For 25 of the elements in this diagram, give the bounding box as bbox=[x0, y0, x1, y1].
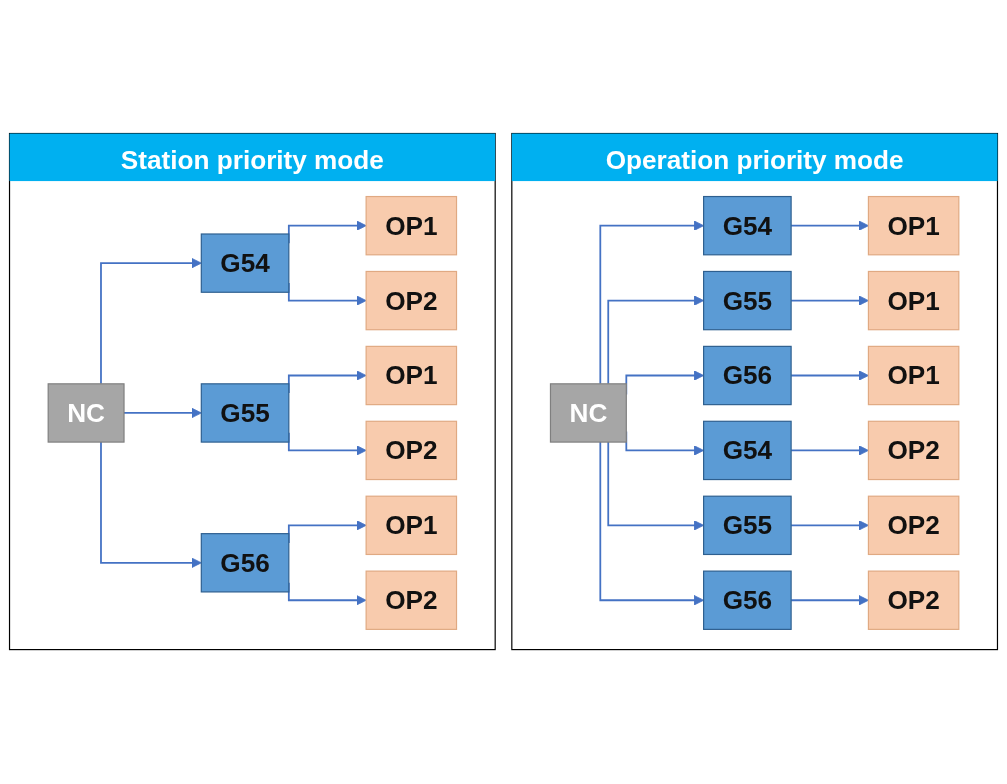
node-box: OP1 bbox=[867, 196, 960, 256]
node-box: G56 bbox=[200, 533, 290, 593]
node-box: OP1 bbox=[867, 271, 960, 331]
node-box: OP1 bbox=[365, 346, 458, 406]
node-box: NC bbox=[47, 383, 125, 444]
node-box: G55 bbox=[703, 496, 792, 556]
node-box: G56 bbox=[703, 570, 792, 631]
node-box: G56 bbox=[703, 346, 792, 406]
node-box: OP2 bbox=[365, 271, 458, 331]
node-box: OP2 bbox=[867, 570, 960, 631]
node-box: G55 bbox=[703, 271, 792, 331]
node-box: OP2 bbox=[365, 570, 458, 631]
node-box: OP1 bbox=[365, 496, 458, 556]
node-box: G55 bbox=[200, 383, 290, 444]
node-box: OP2 bbox=[365, 421, 458, 481]
arrow bbox=[100, 441, 202, 569]
node-box: G54 bbox=[200, 233, 290, 294]
node-box: OP1 bbox=[365, 196, 458, 256]
node-box: OP2 bbox=[867, 421, 960, 481]
node-box: G54 bbox=[703, 196, 792, 256]
node-box: NC bbox=[549, 383, 627, 444]
node-box: OP1 bbox=[867, 346, 960, 406]
node-box: OP2 bbox=[867, 496, 960, 556]
arrow bbox=[100, 258, 202, 386]
node-box: G54 bbox=[703, 421, 792, 481]
